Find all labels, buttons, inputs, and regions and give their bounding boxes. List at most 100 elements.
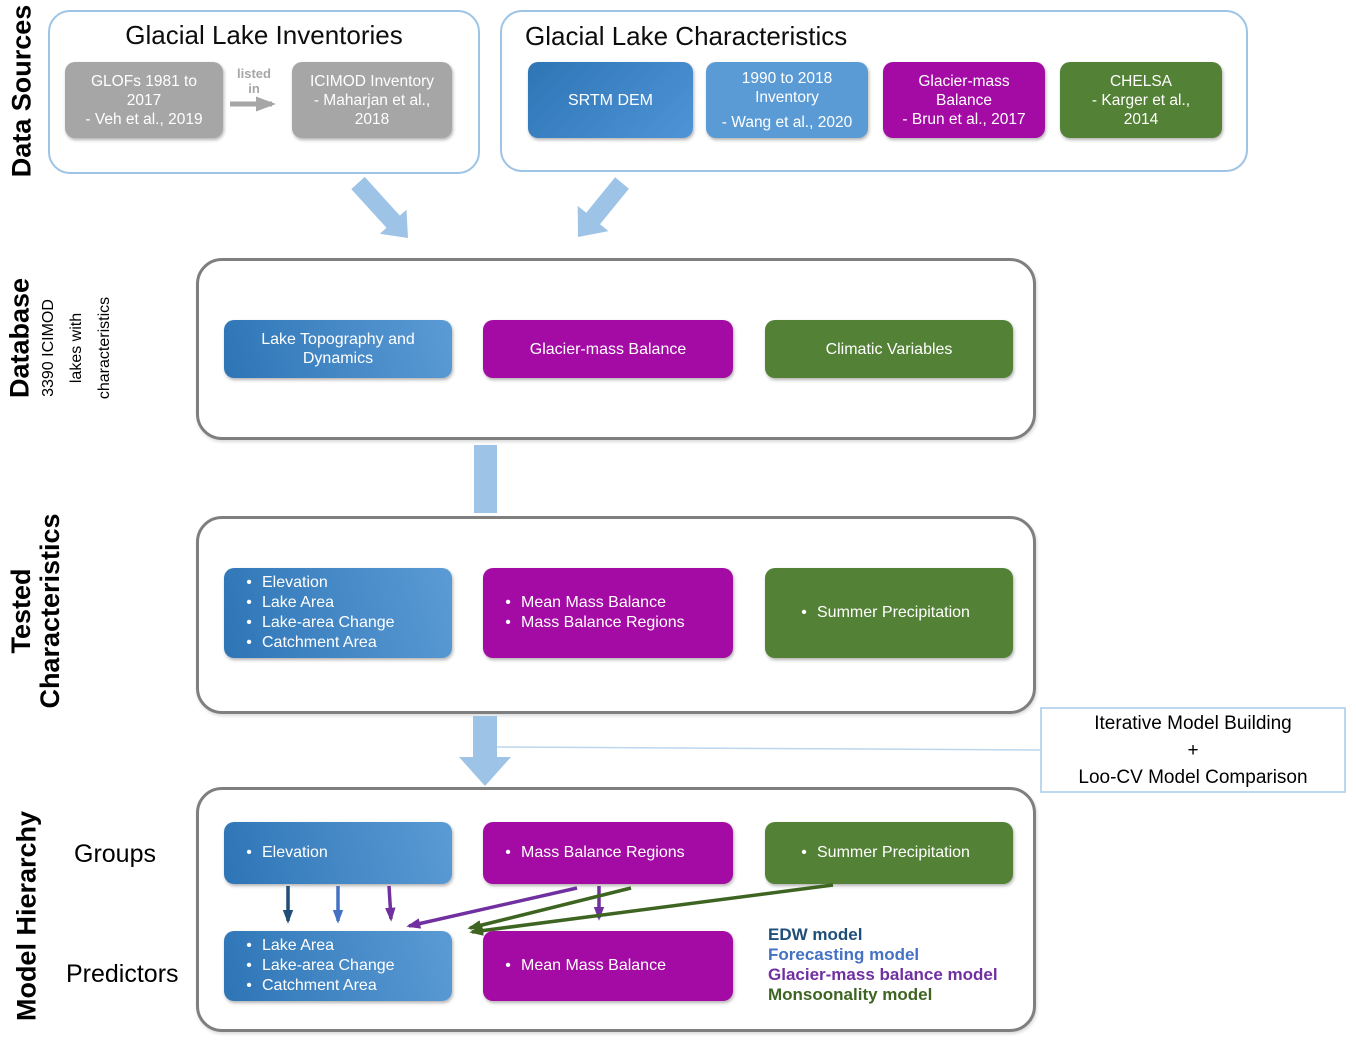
tested-label-line: Characteristics	[35, 513, 65, 709]
bullet-text: Elevation	[262, 844, 328, 861]
legend-edw-model: EDW model	[768, 925, 863, 944]
chelsa-box-line: - Karger et al.,	[1091, 91, 1191, 109]
tested-label-line: Tested	[6, 568, 36, 654]
iterative-model-box: Iterative Model Building + Loo-CV Model …	[1040, 707, 1346, 793]
flow-arrow-tested-to-model-shaft	[473, 716, 497, 758]
bullet-text: Lake-area Change	[262, 614, 395, 631]
icimod-box-line: ICIMOD Inventory	[309, 72, 435, 90]
bullet-icon	[236, 593, 262, 613]
bullet-text: Mass Balance Regions	[521, 614, 685, 631]
glofs-box: GLOFs 1981 to 2017 - Veh et al., 2019	[65, 62, 223, 138]
side-label-database-note: 3390 ICIMOD lakes with characteristics	[35, 297, 119, 399]
db-massbalance-label: Glacier-mass Balance	[529, 340, 687, 358]
side-label-tested-characteristics: Tested Characteristics	[6, 513, 65, 709]
bullet-icon	[236, 956, 262, 976]
bullet-item: Elevation	[236, 573, 452, 593]
bullet-item: Mass Balance Regions	[495, 613, 733, 633]
bullet-item: Summer Precipitation	[791, 843, 1013, 863]
chelsa-box-line: CHELSA	[1109, 72, 1173, 90]
bullet-text: Mean Mass Balance	[521, 957, 666, 974]
flow-arrow-inventories-to-database	[351, 176, 408, 238]
wang-box-line: - Wang et al., 2020	[721, 113, 853, 131]
db-climate-label: Climatic Variables	[825, 340, 953, 358]
model-legend: EDW model Forecasting model Glacier-mass…	[768, 925, 998, 1005]
group-massbalance-box: Mass Balance Regions	[483, 822, 733, 884]
bullet-item: Catchment Area	[236, 633, 452, 653]
bullet-icon	[236, 843, 262, 863]
bullet-item: Mean Mass Balance	[495, 593, 733, 613]
bullet-text: Elevation	[262, 574, 328, 591]
legend-forecasting-model: Forecasting model	[768, 945, 920, 964]
wang-box-line: 1990 to 2018	[741, 69, 833, 87]
database-note-line: 3390 ICIMOD	[40, 299, 57, 397]
side-label-database: Database	[4, 277, 35, 399]
bullet-item: Mean Mass Balance	[495, 956, 733, 976]
iterative-box-line: +	[1187, 739, 1199, 761]
bullet-text: Catchment Area	[262, 634, 377, 651]
db-climate-box: Climatic Variables	[765, 320, 1013, 378]
predictor-topography-box: Lake Area Lake-area Change Catchment Are…	[224, 931, 452, 1001]
srtm-dem-box: SRTM DEM	[528, 62, 693, 138]
tested-massbalance-box: Mean Mass Balance Mass Balance Regions	[483, 568, 733, 658]
bullet-text: Lake Area	[262, 594, 335, 611]
brun-box-line: - Brun et al., 2017	[902, 110, 1026, 128]
characteristics-title: Glacial Lake Characteristics	[525, 21, 848, 51]
bullet-item: Summer Precipitation	[791, 603, 1013, 623]
database-note-line: characteristics	[96, 296, 113, 400]
listed-in-label: listed in	[228, 66, 280, 96]
listed-in-line: listed	[237, 66, 271, 81]
bullet-item: Lake-area Change	[236, 613, 452, 633]
chelsa-box: CHELSA - Karger et al., 2014	[1060, 62, 1222, 138]
side-label-data-sources: Data Sources	[6, 4, 37, 178]
icimod-box: ICIMOD Inventory - Maharjan et al., 2018	[292, 62, 452, 138]
database-note-line: lakes with	[68, 312, 85, 384]
iterative-box-line: Iterative Model Building	[1094, 712, 1292, 734]
groups-label: Groups	[74, 840, 156, 868]
predictors-label: Predictors	[66, 960, 179, 988]
bullet-item: Lake Area	[236, 936, 452, 956]
wang-inventory-box: 1990 to 2018 Inventory - Wang et al., 20…	[706, 62, 868, 138]
side-label-model-hierarchy: Model Hierarchy	[11, 810, 42, 1022]
bullet-text: Lake-area Change	[262, 957, 395, 974]
group-precipitation-box: Summer Precipitation	[765, 822, 1013, 884]
bullet-icon	[495, 843, 521, 863]
wang-box-line: Inventory	[755, 88, 819, 106]
connector-line-to-iterative-box	[496, 746, 1041, 751]
bullet-icon	[236, 613, 262, 633]
bullet-text: Lake Area	[262, 937, 335, 954]
flow-connector-database-to-tested	[474, 445, 497, 513]
icimod-box-line: 2018	[354, 110, 390, 128]
bullet-text: Summer Precipitation	[817, 604, 970, 621]
bullet-icon	[495, 593, 521, 613]
bullet-icon	[236, 976, 262, 996]
bullet-icon	[495, 956, 521, 976]
bullet-item: Catchment Area	[236, 976, 452, 996]
chelsa-box-line: 2014	[1123, 110, 1159, 128]
glofs-box-line: 2017	[126, 91, 162, 109]
legend-monsoonality-model: Monsoonality model	[768, 985, 933, 1004]
brun-massbalance-box: Glacier-mass Balance - Brun et al., 2017	[883, 62, 1045, 138]
bullet-text: Catchment Area	[262, 977, 377, 994]
bullet-icon	[791, 843, 817, 863]
bullet-item: Mass Balance Regions	[495, 843, 733, 863]
bullet-icon	[495, 613, 521, 633]
bullet-icon	[791, 603, 817, 623]
listed-in-line: in	[248, 81, 260, 96]
bullet-icon	[236, 936, 262, 956]
tested-climate-box: Summer Precipitation	[765, 568, 1013, 658]
bullet-icon	[236, 633, 262, 653]
db-topography-line: Lake Topography and	[261, 331, 415, 348]
bullet-text: Mass Balance Regions	[521, 844, 685, 861]
srtm-dem-label: SRTM DEM	[567, 91, 654, 109]
flow-arrow-characteristics-to-database	[577, 177, 629, 237]
bullet-text: Summer Precipitation	[817, 844, 970, 861]
inventories-title: Glacial Lake Inventories	[125, 20, 403, 50]
bullet-icon	[236, 573, 262, 593]
bullet-item: Lake Area	[236, 593, 452, 613]
db-massbalance-box: Glacier-mass Balance	[483, 320, 733, 378]
brun-box-line: Balance	[935, 91, 992, 109]
legend-glacier-mass-balance-model: Glacier-mass balance model	[768, 965, 998, 984]
glofs-box-line: GLOFs 1981 to	[91, 72, 197, 90]
bullet-text: Mean Mass Balance	[521, 594, 666, 611]
